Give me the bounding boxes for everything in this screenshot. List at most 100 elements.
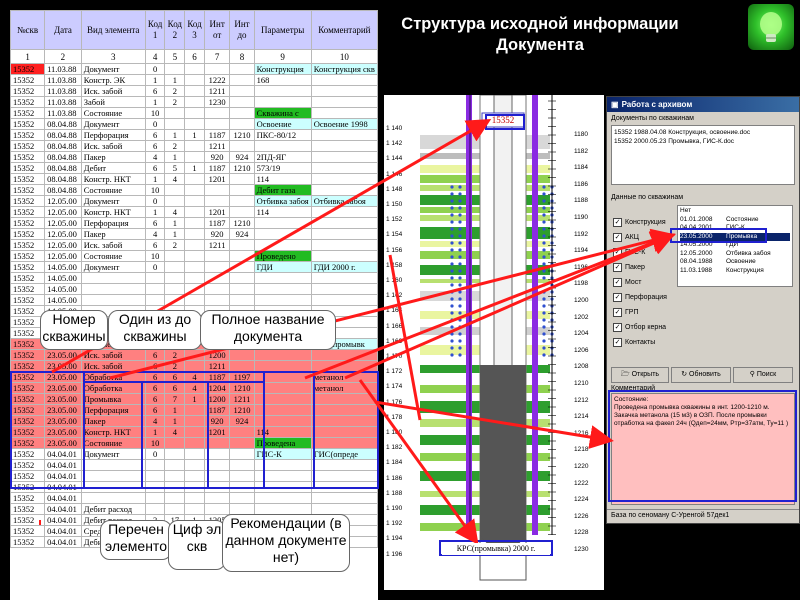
well-bottom-label: КРС(промывка) 2000 г. (442, 543, 550, 555)
refresh-button[interactable]: ↻ Обновить (671, 367, 731, 383)
perforation-mark (458, 241, 462, 245)
depth-label: 1208 (574, 363, 589, 371)
depth-label: 1206 (574, 346, 589, 354)
event-name: ГИС-К (726, 224, 745, 231)
table-cell: Констр. НКТ (80, 426, 146, 438)
archive-titlebar[interactable]: ▣ Работа с архивом (607, 97, 799, 112)
perforation-mark (458, 276, 462, 280)
table-cell: 10 (310, 49, 378, 64)
checkbox-icon[interactable]: ✓ (613, 323, 622, 332)
depth-label: 1184 (574, 164, 588, 172)
perforation-mark (458, 262, 462, 266)
depth-label: 1228 (574, 529, 589, 537)
checkbox-icon[interactable]: ✓ (613, 233, 622, 242)
refresh-label: Обновить (689, 371, 721, 378)
event-name: Состояние (726, 215, 759, 223)
checkbox-icon[interactable]: ✓ (613, 218, 622, 227)
search-label: Поиск (756, 371, 777, 378)
check-item[interactable]: ✓АКЦ (613, 230, 679, 245)
archive-window-title: Работа с архивом (621, 100, 693, 109)
depth-label: 1 182 (386, 444, 403, 452)
perforation-mark (458, 255, 462, 259)
check-item[interactable]: ✓Контакты (613, 335, 679, 350)
depth-label: 1 140 (386, 125, 403, 132)
table-cell: 2 (44, 49, 82, 64)
perforation-mark (542, 241, 546, 245)
depth-label: 1 180 (386, 429, 403, 436)
event-date: Нет (680, 207, 692, 214)
perforation-mark (458, 213, 462, 217)
check-label: Перфорация (625, 294, 667, 301)
depth-label: 1 172 (386, 368, 403, 376)
depth-label: 1 184 (386, 459, 403, 467)
callout-full-name: Полное название документа (200, 310, 336, 350)
perforation-mark (542, 220, 546, 224)
event-date: 08.04.1988 (680, 258, 713, 265)
depth-label: 1210 (574, 380, 589, 387)
checkbox-icon[interactable]: ✓ (613, 278, 622, 287)
check-item[interactable]: ✓Мост (613, 275, 679, 290)
event-name: Промывка (726, 232, 758, 240)
perforation-mark (450, 353, 454, 357)
check-item[interactable]: ✓Отбор керна (613, 320, 679, 335)
check-item[interactable]: ✓Пакер (613, 260, 679, 275)
checkbox-icon[interactable]: ✓ (613, 263, 622, 272)
check-item[interactable]: ✓Конструкция (613, 215, 679, 230)
perforation-mark (542, 192, 546, 196)
depth-label: 1 196 (386, 550, 403, 558)
perforation-mark (450, 325, 454, 329)
checkbox-icon[interactable]: ✓ (613, 338, 622, 347)
table-cell: 3 (80, 49, 146, 64)
depth-label: 1222 (574, 479, 589, 487)
perforation-mark (542, 304, 546, 308)
perforation-mark (450, 199, 454, 203)
table-cell: Инт до (229, 10, 255, 50)
depth-label: 1 178 (386, 413, 403, 421)
perforation-mark (542, 234, 546, 238)
perforation-mark (458, 297, 462, 301)
perforation-mark (458, 192, 462, 196)
depth-label: 1 148 (386, 185, 403, 193)
perforation-mark (450, 276, 454, 280)
check-item[interactable]: ✓ГРП (613, 305, 679, 320)
perforation-mark (458, 304, 462, 308)
event-name: ГДИ (726, 241, 739, 248)
table-cell: Инт от (203, 10, 231, 50)
comment-box[interactable]: Состояние: Проведена промывка скважины в… (611, 393, 795, 505)
docs-group-label: Документы по скважинам (611, 115, 694, 122)
table-cell: Освоение (253, 118, 312, 130)
docs-list[interactable]: 15352 1988.04.08 Конструкция, освоение.d… (611, 125, 795, 185)
checkbox-icon[interactable]: ✓ (613, 293, 622, 302)
check-item[interactable]: ✓Перфорация (613, 290, 679, 305)
check-label: ГРП (625, 309, 639, 316)
table-cell: Дата (44, 10, 82, 50)
table-cell: 1222 (203, 74, 231, 86)
doc-item[interactable]: 15352 2000.05.23 Промывка, ГИС-К.doc (614, 138, 735, 145)
depth-label: 1 150 (386, 201, 403, 208)
checkbox-icon[interactable]: ✓ (613, 308, 622, 317)
event-item[interactable]: Нет (680, 207, 790, 216)
open-button[interactable]: 🗁 Открыть (611, 367, 669, 383)
perforation-mark (450, 262, 454, 266)
depth-label: 1 190 (386, 505, 403, 512)
depth-label: 1 142 (386, 140, 403, 148)
doc-item[interactable]: 15352 1988.04.08 Конструкция, освоение.d… (614, 129, 751, 136)
search-button[interactable]: ⚲ Поиск (733, 367, 793, 383)
depth-label: 1190 (574, 214, 588, 221)
table-cell: 7 (164, 393, 186, 405)
depth-label: 1 158 (386, 261, 403, 269)
